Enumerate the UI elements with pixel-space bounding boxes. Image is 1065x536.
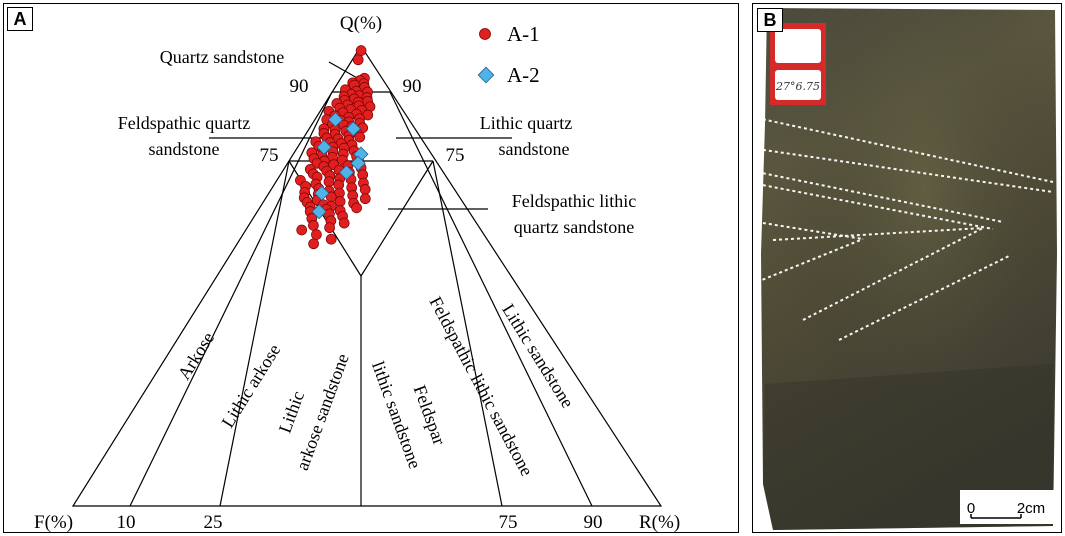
base-tick-75: 75 [499,512,518,532]
label-lithic-quartz-line2: sandstone [499,139,570,159]
bedding-line-2 [756,148,1054,193]
scale-bar-zero: 0 [967,500,975,517]
ternary-diagram-panel: Q(%) F(%) R(%) 90 90 75 75 10 25 75 90 Q… [3,3,739,533]
tick-label-left-75: 75 [260,145,279,166]
point-a2-4 [350,155,366,171]
label-feldspathic-lithic-quartz-line2: quartz sandstone [514,217,634,237]
point-a1-0 [355,45,367,56]
label-lithic-quartz-line1: Lithic quartz [480,113,572,133]
tick-label-right-75: 75 [446,145,465,166]
scale-bar-label: 2cm [1017,500,1045,517]
core-sample-tint [761,8,1057,530]
core-sample-photo: 27°6.75 0 2cm [756,8,1057,530]
point-a2-2 [316,139,332,155]
label-card-top [775,29,821,63]
legend-label-a2: A-2 [507,63,540,87]
bedding-line-6 [756,238,864,283]
base-tick-10: 10 [117,512,136,532]
base-tick-90: 90 [584,512,603,532]
panel-tag-a: A [7,7,33,31]
point-a1-110 [351,202,362,214]
field-labels: Quartz sandstone Feldspathic quartz sand… [118,47,636,479]
point-a1-121 [296,224,308,236]
label-quartz-sandstone: Quartz sandstone [160,47,284,67]
legend: A-1 A-2 [477,22,540,87]
ray-75 [432,160,503,507]
bedding-lines [756,117,1054,341]
tick-label-left-90: 90 [290,76,309,97]
bedding-line-7 [772,227,984,241]
quartz-sandstone-leader [328,61,360,80]
label-card-text: 27°6.75 [775,80,820,93]
legend-marker-a1 [479,28,491,40]
label-lithic-arkose-sandstone-line1: Lithic [275,388,309,435]
ray-10 [129,91,333,507]
feldspathic-lithic-divider [360,160,434,277]
scale-bar: 0 2cm [960,490,1054,524]
bedding-line-1 [756,117,1054,183]
point-a1-102 [359,193,371,205]
label-card: 27°6.75 [770,23,826,105]
bedding-line-4 [756,183,994,230]
data-points [295,45,376,250]
point-a1-124 [308,238,319,250]
legend-marker-a2 [477,66,495,84]
bedding-line-9 [838,255,1010,341]
point-a1-123 [325,233,337,245]
label-arkose: Arkose [174,328,219,383]
ray-90 [389,91,593,507]
point-a1-119 [308,220,319,231]
point-a2-0 [327,111,344,128]
bedding-line-8 [802,227,984,321]
tick-label-right-90: 90 [403,76,422,97]
boundary-tick-labels: 90 90 75 75 10 25 75 90 [117,76,603,532]
label-feldspathic-lithic-quartz-line1: Feldspathic lithic [512,191,636,211]
point-a1-94 [359,184,371,195]
label-card-bottom [775,70,821,100]
core-sample-dark-base [763,364,1053,530]
ternary-diagram: Q(%) F(%) R(%) 90 90 75 75 10 25 75 90 Q… [34,13,680,532]
point-a1-48 [354,131,366,143]
apex-label-f: F(%) [34,512,73,532]
apex-label-r: R(%) [639,512,680,532]
point-a1-87 [323,176,335,188]
legend-label-a1: A-1 [507,22,540,46]
apex-labels: Q(%) F(%) R(%) [34,13,680,532]
ray-25 [219,160,290,507]
point-a2-7 [311,203,327,220]
apex-label-q: Q(%) [340,13,382,34]
point-a2-6 [314,185,330,201]
point-a1-1 [352,54,364,66]
point-a1-120 [324,222,335,234]
core-photo-panel: 27°6.75 0 2cm B [752,3,1062,533]
point-a2-1 [345,121,361,137]
label-feldspathic-quartz-line2: sandstone [149,139,220,159]
label-feldspathic-quartz-line1: Feldspathic quartz [118,113,250,133]
point-a1-122 [311,229,322,240]
point-a2-5 [338,164,355,181]
point-a1-104 [334,196,346,207]
triangle-outline [71,44,663,507]
base-tick-25: 25 [204,512,223,532]
point-a1-118 [338,217,350,229]
label-feldspar-lithic-line2: lithic sandstone [368,359,425,472]
panel-tag-b: B [757,8,783,32]
